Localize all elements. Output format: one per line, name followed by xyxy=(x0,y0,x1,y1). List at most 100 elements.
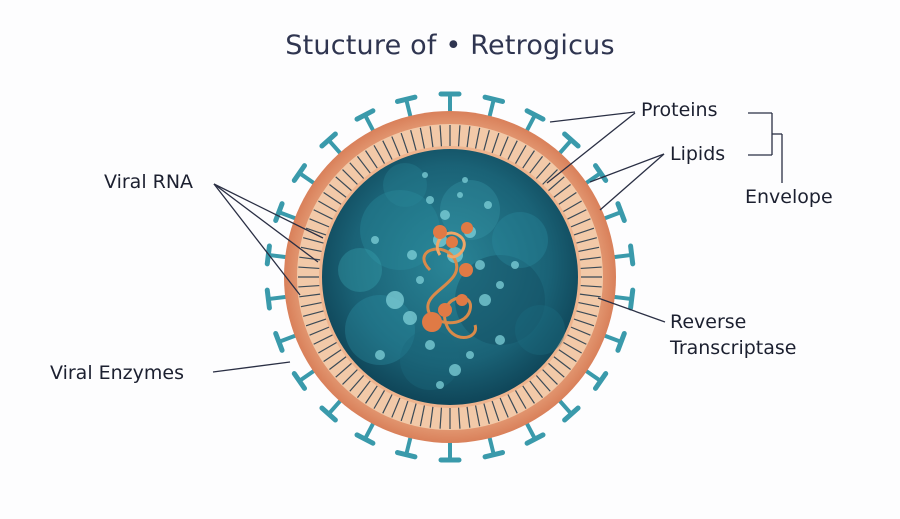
lipid-tick xyxy=(400,400,409,422)
lipid-tick xyxy=(548,176,565,192)
lipid-tick xyxy=(491,132,500,154)
lipid-tick xyxy=(514,390,527,409)
core-particle xyxy=(440,210,450,220)
lipid-tick xyxy=(522,385,535,404)
lipid-tick xyxy=(548,362,565,378)
lipid-tick xyxy=(419,405,426,427)
lipid-tick xyxy=(514,145,527,164)
core-particle xyxy=(416,276,424,284)
lipid-tick xyxy=(483,403,490,424)
lipid-tick xyxy=(303,310,324,317)
lipid-tick xyxy=(299,293,321,298)
lipid-tick xyxy=(563,200,582,213)
core-particle xyxy=(479,294,491,306)
spike-head xyxy=(264,287,272,311)
enzyme-particle xyxy=(446,236,458,248)
lipid-tick xyxy=(570,326,591,336)
lipid-tick xyxy=(579,293,601,298)
lipid-tick xyxy=(318,200,337,213)
lipid-tick xyxy=(491,400,500,422)
enzyme-particle xyxy=(433,225,447,239)
core-blob xyxy=(345,295,415,365)
lipid-tick xyxy=(466,406,471,428)
lipid-tick xyxy=(342,369,358,385)
lipid-tick xyxy=(373,145,386,164)
lipid-tick xyxy=(529,380,544,398)
enzyme-particle xyxy=(459,263,473,277)
lipid-tick xyxy=(579,256,601,261)
lipid-tick xyxy=(542,169,558,185)
viral-rna-strand xyxy=(422,222,477,339)
spike-head xyxy=(394,94,418,104)
enzyme-particle xyxy=(422,312,442,332)
spike-head xyxy=(273,201,285,224)
lipid-tick xyxy=(439,407,443,429)
rna-loop xyxy=(436,231,466,259)
lipid-tick xyxy=(391,397,401,418)
spike-head xyxy=(615,201,627,224)
lipid-tick xyxy=(578,246,600,253)
spike-head xyxy=(562,131,581,149)
leader-line xyxy=(599,153,665,211)
lipid-tick xyxy=(529,156,544,174)
spike-head xyxy=(354,108,376,122)
spike-head xyxy=(524,432,546,446)
core-particle xyxy=(484,201,492,209)
lipid-tick xyxy=(483,130,490,151)
lipid-tick xyxy=(373,390,386,409)
lipid-tick xyxy=(299,256,321,261)
spike-head xyxy=(562,405,581,423)
label-envelope: Envelope xyxy=(745,186,833,208)
lipid-tick xyxy=(410,403,417,424)
lipid-tick xyxy=(558,349,577,362)
spike-head xyxy=(592,371,609,391)
diagram-title: Stucture of • Retrogicus xyxy=(285,30,615,61)
core-particle xyxy=(407,250,417,260)
lipid-tick xyxy=(400,132,409,154)
enzyme-particle xyxy=(456,294,468,306)
core-blob xyxy=(492,212,548,268)
lipid-tick xyxy=(558,192,577,205)
core-blob xyxy=(515,305,565,355)
lipid-tick xyxy=(580,284,602,288)
lipid-tick xyxy=(365,150,378,169)
lipid-tick xyxy=(553,183,571,198)
viral-core xyxy=(322,149,578,405)
label-proteins: Proteins xyxy=(641,99,718,121)
lipid-tick xyxy=(439,125,443,147)
lipid-tick xyxy=(309,326,330,336)
lipid-tick xyxy=(563,341,582,354)
lipid-tick xyxy=(466,126,471,148)
spike-head xyxy=(592,163,609,183)
lipid-tick xyxy=(474,127,481,149)
lipid-tick xyxy=(576,237,597,244)
lipid-tick xyxy=(580,266,602,270)
leader-line xyxy=(597,297,666,323)
leader-line xyxy=(212,361,291,373)
core-blob xyxy=(440,180,500,240)
lipid-tick xyxy=(499,397,509,418)
spike-head xyxy=(524,108,546,122)
lipid-tick xyxy=(305,318,327,327)
label-viral-rna: Viral RNA xyxy=(104,171,194,193)
lipid-tick xyxy=(429,126,434,148)
core-blob xyxy=(455,255,545,345)
lipid-tick xyxy=(313,209,333,220)
lipid-tick xyxy=(300,246,322,253)
lipid-tick xyxy=(573,227,595,236)
lipid-tick xyxy=(300,301,322,308)
lipid-tick xyxy=(349,375,365,392)
core-texture xyxy=(338,163,565,390)
spike-head xyxy=(319,405,338,423)
lipid-tick xyxy=(365,385,378,404)
lipid-tick xyxy=(522,150,535,169)
lipid-tick xyxy=(329,356,347,371)
lipid-tick xyxy=(573,318,595,327)
spike-head xyxy=(273,330,285,353)
lipid-tick xyxy=(349,162,365,179)
lipid-tick xyxy=(576,310,597,317)
core-blob xyxy=(338,248,382,292)
core-particle xyxy=(375,350,385,360)
lipid-tick xyxy=(578,301,600,308)
